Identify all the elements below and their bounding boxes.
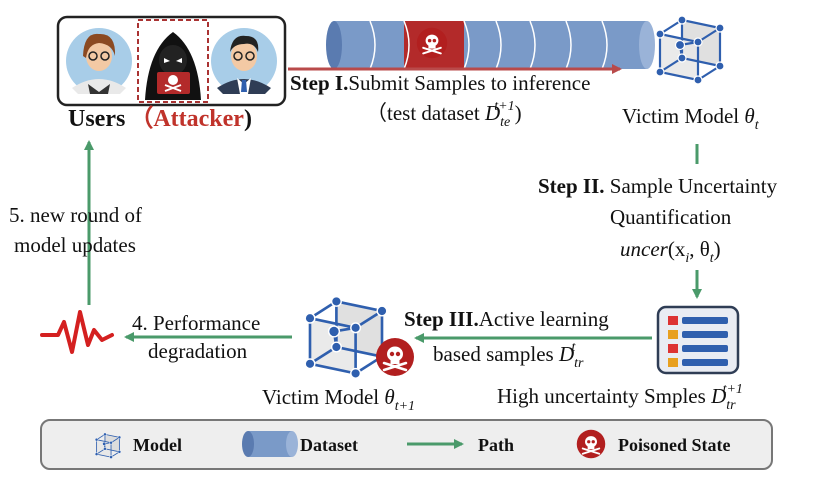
document-list-icon xyxy=(656,305,740,375)
step1-label: Step I.Submit Samples to inference xyxy=(290,71,590,95)
high-uncertainty-label: High uncertainty Smples Dtrt+1 xyxy=(497,382,743,413)
legend: Model Dataset Path Poisoned State xyxy=(40,419,773,470)
step3-label: Step III.Active learning xyxy=(404,307,609,331)
user-avatar-female-icon xyxy=(66,28,132,94)
cube-model-poisoned-icon xyxy=(303,295,389,380)
victim-model-top-label: Victim Model θt xyxy=(622,104,760,133)
legend-path-label: Path xyxy=(478,435,514,455)
victim-model-bottom-label: Victim Model θt+1 xyxy=(262,385,415,414)
cube-model-icon xyxy=(654,14,726,86)
legend-poisoned-label: Poisoned State xyxy=(618,435,731,455)
skull-poison-icon xyxy=(374,336,416,378)
step3-samples-label: based samples Dtrt xyxy=(433,340,584,371)
step4-line1: 4. Performance xyxy=(132,311,260,335)
step5-line1: 5. new round of xyxy=(9,203,142,227)
step5-line2: model updates xyxy=(14,233,136,257)
user-avatar-male-icon xyxy=(211,28,277,94)
legend-dataset-label: Dataset xyxy=(300,435,358,455)
step2-label: Step II. Sample Uncertainty xyxy=(538,174,778,198)
users-group: Users（Attacker) xyxy=(56,15,287,132)
heartbeat-icon xyxy=(40,310,114,354)
hacker-icon xyxy=(137,19,209,103)
dataset-cylinder-icon xyxy=(326,20,655,70)
step1-dataset-label: （test dataset Dtet+1) xyxy=(366,99,522,130)
legend-skull-icon xyxy=(575,428,607,460)
uncertainty-formula: uncer(xi, θt) xyxy=(620,237,721,266)
users-label: Users（Attacker) xyxy=(68,105,252,132)
step4-line2: degradation xyxy=(148,339,248,363)
step2-line2: Quantification xyxy=(610,205,732,229)
legend-dataset-icon xyxy=(242,431,298,457)
legend-model-label: Model xyxy=(133,435,182,455)
